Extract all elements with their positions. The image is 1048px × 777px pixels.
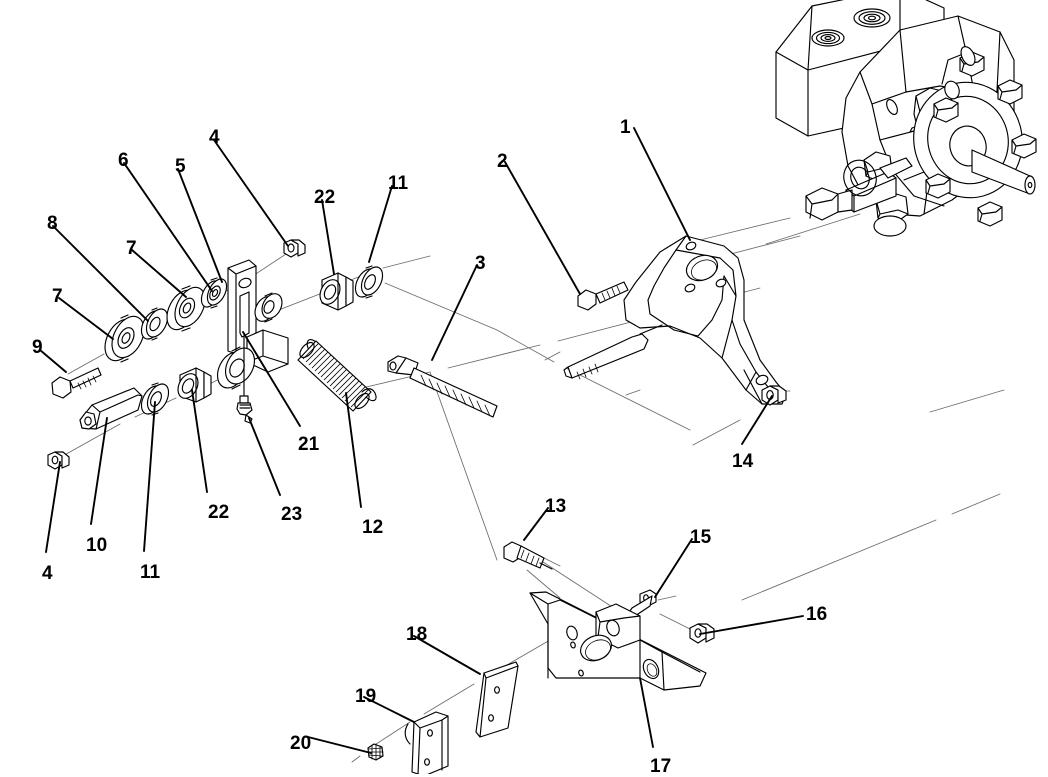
- part-14-hex-nut: [761, 385, 787, 406]
- leader-line-15: [654, 538, 693, 598]
- part-10-spacer-tube: [79, 387, 143, 430]
- part-5-pivot-plate: [216, 259, 289, 390]
- leader-line-7a: [131, 249, 187, 298]
- callout-label-13: 13: [545, 496, 567, 517]
- callout-label-6: 6: [118, 150, 129, 171]
- part-6-small-bearing: [200, 277, 228, 309]
- leader-line-22a: [321, 199, 335, 275]
- callout-label-17: 17: [650, 756, 672, 777]
- callout-label-4b: 4: [42, 563, 53, 584]
- leader-line-12: [345, 392, 362, 508]
- leader-line-4b: [45, 461, 61, 553]
- callout-label-5: 5: [175, 156, 186, 177]
- callout-label-23: 23: [281, 504, 303, 525]
- leader-line-13: [523, 507, 549, 541]
- leader-line-2: [504, 161, 581, 295]
- leader-line-4a: [213, 139, 289, 247]
- leader-line-18: [413, 635, 481, 675]
- callout-label-7b: 7: [52, 286, 63, 307]
- part-11-flat-washer-lower: [140, 382, 170, 416]
- part-1-mounting-bracket: [563, 235, 787, 405]
- callout-label-22b: 22: [208, 502, 230, 523]
- callout-label-7a: 7: [126, 238, 137, 259]
- callout-leader-lines: [39, 127, 804, 754]
- callout-label-11b: 11: [140, 562, 161, 583]
- callout-label-22a: 22: [314, 187, 336, 208]
- part-23-grease-fitting: [236, 336, 253, 424]
- callout-label-20: 20: [290, 733, 312, 754]
- part-4-hex-nut-lower: [47, 451, 70, 470]
- part-19-damper-block: [404, 711, 449, 774]
- callout-label-3: 3: [475, 253, 486, 274]
- callout-label-9: 9: [32, 337, 43, 358]
- callout-label-14: 14: [732, 451, 754, 472]
- callout-label-21: 21: [298, 434, 320, 455]
- callout-label-16: 16: [806, 604, 828, 625]
- leader-line-21: [242, 331, 301, 427]
- callout-label-1: 1: [620, 117, 631, 138]
- leader-line-10: [90, 417, 108, 525]
- leader-line-6: [123, 162, 213, 292]
- leader-line-17: [639, 677, 654, 748]
- callout-label-11a: 11: [388, 173, 409, 194]
- part-18-shim-plate: [475, 661, 519, 738]
- part-17-triangular-plate: [529, 591, 707, 691]
- leader-line-16: [699, 615, 804, 635]
- leader-line-3: [431, 264, 478, 361]
- part-2-hex-bolt-upper: [577, 281, 629, 311]
- part-11-flat-washer-upper: [354, 265, 384, 299]
- callout-label-2: 2: [497, 151, 508, 172]
- part-3-pivot-bolt: [387, 355, 498, 418]
- callout-label-4a: 4: [209, 127, 220, 148]
- callout-label-15: 15: [690, 527, 712, 548]
- callout-label-12: 12: [362, 517, 384, 538]
- leader-line-11a: [368, 185, 393, 263]
- callout-label-10: 10: [86, 535, 108, 556]
- leader-line-19: [363, 696, 415, 723]
- leader-line-9: [39, 349, 67, 373]
- part-9-shoulder-bolt: [51, 367, 102, 399]
- leader-line-8: [52, 225, 149, 322]
- part-8-spacer-washer: [140, 307, 169, 341]
- part-7-bearing-left: [104, 314, 145, 363]
- leader-line-14: [741, 395, 773, 445]
- leader-line-5: [177, 168, 223, 283]
- callout-label-8: 8: [47, 213, 58, 234]
- hydraulic-pump-assembly: [775, 0, 1037, 237]
- leader-line-11b: [143, 401, 156, 552]
- leader-line-23: [248, 417, 281, 496]
- part-20-lock-nut: [367, 743, 384, 761]
- part-12-extension-spring: [297, 339, 377, 412]
- part-7-bearing-upper: [166, 285, 206, 332]
- part-4-hex-nut-upper: [283, 239, 306, 258]
- leader-line-1: [633, 127, 691, 241]
- part-22-flanged-bushing-upper: [319, 272, 354, 311]
- part-13-hex-bolt-lower: [503, 541, 553, 570]
- leader-line-20: [307, 736, 372, 754]
- callout-label-18: 18: [406, 624, 428, 645]
- callout-label-19: 19: [355, 686, 377, 707]
- leader-line-7b: [58, 297, 114, 340]
- leader-line-22b: [191, 389, 208, 493]
